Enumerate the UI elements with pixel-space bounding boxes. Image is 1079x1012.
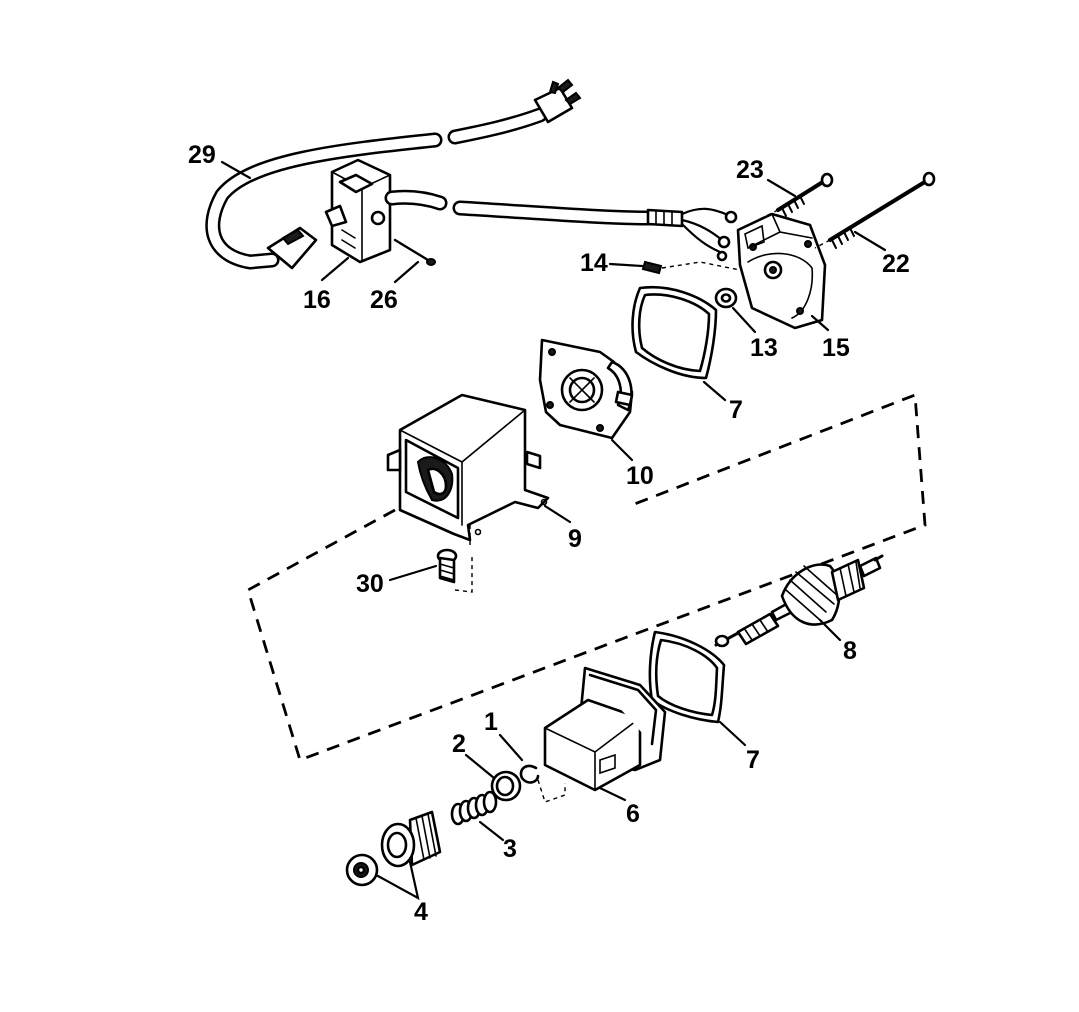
- washer-13: [714, 287, 738, 309]
- label-6: 6: [626, 800, 640, 828]
- retaining-clip: [519, 764, 566, 803]
- motor-cord: [452, 200, 738, 262]
- drive-nut: [345, 853, 379, 887]
- label-29: 29: [188, 141, 216, 169]
- power-cord: [205, 78, 582, 270]
- motor-frame: [386, 393, 550, 542]
- callout-labels: 29 16 26 23 22 14 13 15 7 10 9 30 8 7 6 …: [188, 141, 910, 926]
- drive-end-housing: [543, 666, 667, 792]
- switch-box: [324, 158, 448, 264]
- gasket-lower: [648, 630, 726, 724]
- spring-cup: [490, 770, 522, 802]
- label-22: 22: [882, 250, 910, 278]
- label-14: 14: [580, 249, 608, 277]
- leader-lines: [220, 160, 887, 901]
- label-23: 23: [736, 156, 764, 184]
- armature: [714, 554, 884, 648]
- assembly-dashed-outline: [246, 393, 927, 762]
- label-2: 2: [452, 730, 466, 758]
- bolt-22: [814, 171, 936, 249]
- label-4: 4: [414, 898, 428, 926]
- label-7-upper: 7: [729, 396, 743, 424]
- spring: [450, 790, 498, 826]
- pinion-gear: [380, 810, 442, 868]
- brush-plate: [538, 338, 634, 440]
- screw-26: [393, 238, 436, 266]
- label-15: 15: [822, 334, 850, 362]
- screw-14: [641, 260, 741, 275]
- label-26: 26: [370, 286, 398, 314]
- label-16: 16: [303, 286, 331, 314]
- screw-30: [436, 525, 473, 593]
- label-7-lower: 7: [746, 746, 760, 774]
- end-cap: [736, 212, 827, 330]
- label-1: 1: [484, 708, 498, 736]
- label-13: 13: [750, 334, 778, 362]
- label-10: 10: [626, 462, 654, 490]
- gasket-upper: [631, 285, 718, 380]
- label-30: 30: [356, 570, 384, 598]
- bolt-23: [757, 172, 834, 221]
- label-9: 9: [568, 525, 582, 553]
- label-8: 8: [843, 637, 857, 665]
- label-3: 3: [503, 835, 517, 863]
